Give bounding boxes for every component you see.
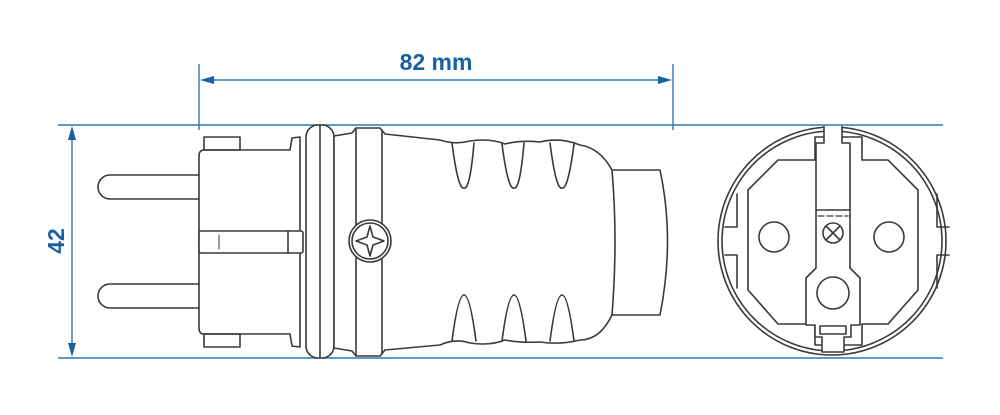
grip-body <box>333 127 669 357</box>
center-screw-icon <box>822 222 844 244</box>
socket-hole-left <box>758 221 790 253</box>
earth-clip-top <box>203 136 241 151</box>
earth-clip-bottom <box>203 333 241 348</box>
groove-bottom-3 <box>549 294 575 342</box>
plug-side-view <box>97 124 669 359</box>
notch-right-top <box>936 193 950 228</box>
notch-left-bottom <box>724 254 738 289</box>
groove-top-1 <box>451 142 475 189</box>
pin-bottom <box>97 283 200 309</box>
socket-hole-right <box>873 221 905 253</box>
earth-strip-foot <box>819 325 847 335</box>
arrow-left-icon <box>200 76 214 84</box>
height-label: 42 <box>43 228 69 254</box>
screw-icon <box>348 219 392 263</box>
groove-bottom-1 <box>451 294 477 342</box>
groove-top-2 <box>501 142 525 189</box>
notch-right-bottom <box>936 254 950 289</box>
length-label: 82 mm <box>400 49 473 75</box>
arrow-up-icon <box>68 126 76 140</box>
pin-top <box>97 174 200 200</box>
arrow-right-icon <box>658 76 672 84</box>
groove-bottom-2 <box>501 294 527 342</box>
side-slot <box>198 230 304 254</box>
grip-end-edge <box>611 169 616 316</box>
notch-left-top <box>724 193 738 228</box>
dimension-lines <box>58 64 943 359</box>
arrow-down-icon <box>68 343 76 357</box>
socket-hole-bottom <box>816 276 850 310</box>
plug-front-view <box>717 126 950 356</box>
groove-top-3 <box>549 142 575 189</box>
